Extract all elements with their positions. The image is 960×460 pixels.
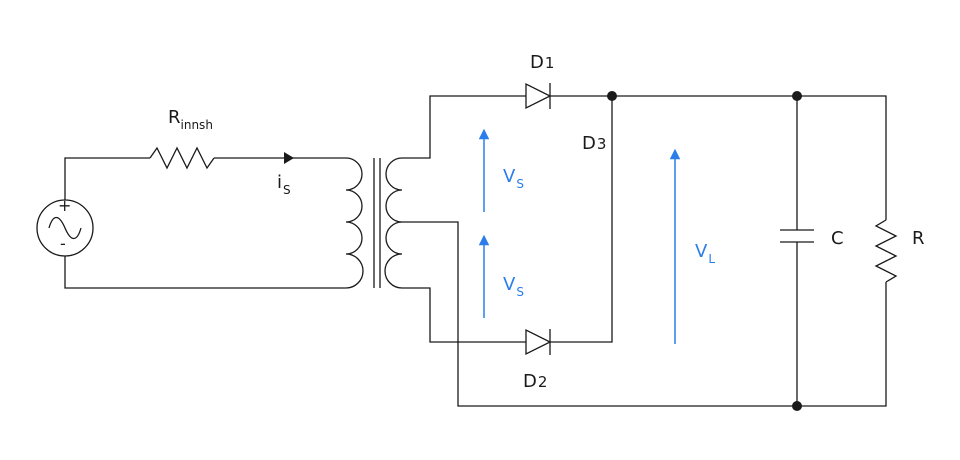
sine-wave-icon — [48, 216, 82, 240]
rinnsh-label: Rinnsh — [168, 107, 213, 132]
ac-source — [36, 199, 94, 257]
junction-dot-cap-top — [792, 91, 802, 101]
junction-dot-cap-bottom — [792, 401, 802, 411]
primary-bottom-wire — [64, 256, 346, 289]
vs-upper-label: VS — [503, 166, 524, 191]
d3-label: D3 — [582, 133, 606, 154]
current-label: iS — [277, 172, 291, 197]
current-arrow-icon — [284, 152, 294, 164]
source-minus-sign: - — [60, 234, 66, 253]
rinnsh-resistor — [149, 146, 215, 170]
transformer-secondary-coil — [384, 157, 403, 289]
load-resistor-label: R — [912, 228, 925, 249]
vs-lower-label: VS — [503, 274, 524, 299]
secondary-center-tap-wire — [402, 221, 797, 407]
d2-label: D2 — [523, 371, 547, 392]
transformer-primary-coil — [345, 157, 364, 289]
d1-label: D1 — [530, 52, 554, 73]
source-plus-sign: + — [58, 196, 71, 215]
load-resistor — [874, 219, 898, 283]
primary-top-wire — [64, 157, 150, 200]
secondary-top-wire — [402, 95, 526, 159]
junction-dot-d3 — [607, 91, 617, 101]
vl-label: VL — [695, 241, 715, 266]
secondary-bottom-wire — [402, 287, 526, 343]
d1-output-wire — [550, 95, 887, 220]
diode-d2 — [525, 328, 552, 356]
capacitor-label: C — [831, 228, 844, 249]
load-bottom-wire — [797, 282, 887, 407]
diode-d1 — [525, 82, 552, 110]
d2-output-wire — [550, 96, 613, 343]
